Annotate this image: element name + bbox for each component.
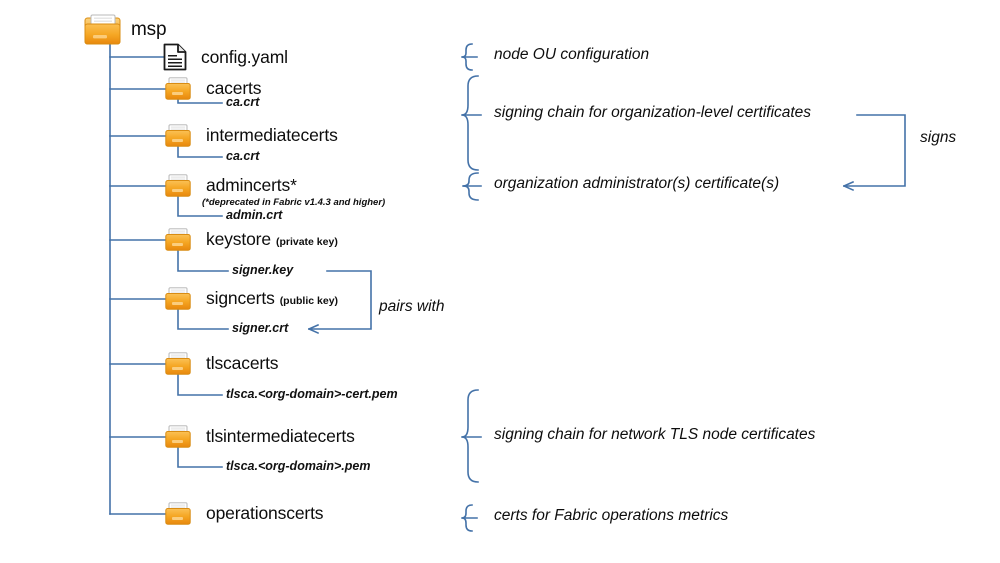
folder-icon	[165, 124, 191, 147]
annotation-operations-metrics: certs for Fabric operations metrics	[494, 507, 729, 524]
brace-signing-chain-org	[461, 75, 479, 171]
brace-org-admin-certs	[462, 172, 479, 201]
signcerts-qualifier: (public key)	[279, 294, 339, 307]
tree-node-tlsintermediatecerts[interactable]: tlsintermediatecerts	[165, 425, 355, 448]
tree-node-label-msp: msp	[131, 18, 167, 40]
relation-label-signs: signs	[920, 129, 957, 146]
tree-node-cacerts[interactable]: cacerts	[165, 77, 262, 100]
folder-icon	[165, 287, 191, 310]
tree-node-label-cacerts: cacerts	[206, 78, 262, 98]
document-icon	[163, 43, 187, 71]
tree-node-label-intermediatecerts: intermediatecerts	[206, 125, 338, 145]
tree-node-admincerts[interactable]: admincerts*	[165, 174, 297, 197]
tree-node-signcerts[interactable]: signcerts (public key)	[165, 287, 338, 310]
admincerts-deprecation-note: (*deprecated in Fabric v1.4.3 and higher…	[202, 197, 386, 208]
pairs-with-arrowhead	[307, 323, 320, 335]
folder-icon	[165, 425, 191, 448]
tree-node-config-yaml[interactable]: config.yaml	[163, 43, 288, 71]
tree-node-label-operationscerts: operationscerts	[206, 503, 324, 523]
leaf-file-cacerts-ca-crt: ca.crt	[226, 95, 260, 109]
tree-node-label-tlscacerts: tlscacerts	[206, 353, 279, 373]
brace-operations-metrics	[461, 504, 473, 532]
leaf-file-keystore-signer-key: signer.key	[232, 263, 294, 277]
tree-node-operationscerts[interactable]: operationscerts	[165, 502, 324, 525]
folder-icon	[165, 352, 191, 375]
folder-icon	[165, 228, 191, 251]
leaf-file-admincerts-admin-crt: admin.crt	[226, 208, 283, 222]
brace-node-ou-configuration	[461, 43, 473, 71]
annotation-signing-chain-org: signing chain for organization-level cer…	[494, 104, 812, 121]
tree-node-tlscacerts[interactable]: tlscacerts	[165, 352, 279, 375]
annotation-signing-chain-tls: signing chain for network TLS node certi…	[494, 426, 816, 443]
leaf-file-tlscacerts-pem: tlsca.<org-domain>-cert.pem	[226, 387, 398, 401]
tree-node-label-signcerts: signcerts	[206, 288, 275, 308]
leaf-file-intermediatecerts-ca-crt: ca.crt	[226, 149, 260, 163]
folder-icon	[165, 77, 191, 100]
leaf-file-signcerts-signer-crt: signer.crt	[232, 321, 289, 335]
keystore-qualifier: (private key)	[275, 235, 338, 248]
folder-icon	[165, 502, 191, 525]
leaf-file-tlsintermediatecerts-pem: tlsca.<org-domain>.pem	[226, 459, 371, 473]
tree-node-label-keystore: keystore	[206, 229, 271, 249]
brace-signing-chain-tls	[461, 389, 479, 483]
signs-arrowhead	[842, 180, 855, 192]
tree-node-label-tlsintermediatecerts: tlsintermediatecerts	[206, 426, 355, 446]
signs-connector	[843, 114, 906, 187]
tree-node-msp[interactable]: msp	[84, 14, 167, 45]
open-folder-icon	[84, 14, 121, 45]
tree-node-keystore[interactable]: keystore (private key)	[165, 228, 338, 251]
tree-node-intermediatecerts[interactable]: intermediatecerts	[165, 124, 338, 147]
relation-label-pairs-with: pairs with	[379, 298, 445, 315]
annotation-org-admin-certs: organization administrator(s) certificat…	[494, 175, 780, 192]
tree-node-label-config-yaml: config.yaml	[201, 46, 288, 67]
annotation-node-ou-configuration: node OU configuration	[494, 46, 650, 63]
tree-node-label-admincerts: admincerts*	[206, 175, 297, 195]
folder-icon	[165, 174, 191, 197]
